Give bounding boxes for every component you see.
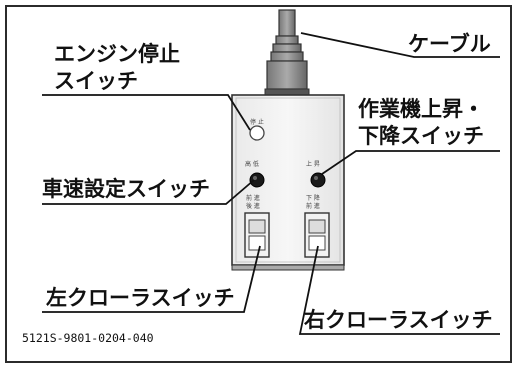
label-left-crawler: 左クローラスイッチ (46, 286, 235, 310)
label-engine-stop-line1: エンジン停止 (54, 42, 180, 66)
svg-text:下 降: 下 降 (306, 194, 320, 202)
label-implement-line2: 下降スイッチ (358, 124, 484, 148)
label-implement-line1: 作業機上昇・ (358, 97, 484, 121)
label-right-crawler: 右クローラスイッチ (304, 308, 493, 332)
label-vehicle-speed: 車速設定スイッチ (42, 177, 210, 201)
leader-vehicle-speed (42, 179, 255, 205)
leader-left-crawler (42, 245, 261, 313)
leader-right-crawler (298, 245, 500, 335)
svg-text:前 進: 前 進 (306, 202, 320, 210)
label-engine-stop-line2: スイッチ (54, 69, 138, 93)
figure-code: 5121S-9801-0204-040 (22, 331, 154, 345)
svg-text:後 進: 後 進 (246, 202, 260, 210)
implement-switch: 上 昇 (306, 160, 326, 188)
figure-frame (5, 5, 512, 363)
engine-stop-switch: 停 止 (249, 118, 265, 141)
label-cable: ケーブル (408, 32, 491, 56)
leader-cable (300, 32, 500, 58)
leader-lines (42, 32, 500, 335)
leader-engine-stop (42, 94, 251, 131)
leader-implement (321, 150, 500, 175)
svg-text:停 止: 停 止 (250, 118, 264, 126)
svg-text:高 低: 高 低 (245, 160, 259, 168)
svg-text:前 進: 前 進 (246, 194, 260, 202)
cable (264, 9, 310, 96)
vehicle-speed-switch: 高 低 (245, 160, 265, 188)
svg-text:上 昇: 上 昇 (306, 160, 320, 168)
